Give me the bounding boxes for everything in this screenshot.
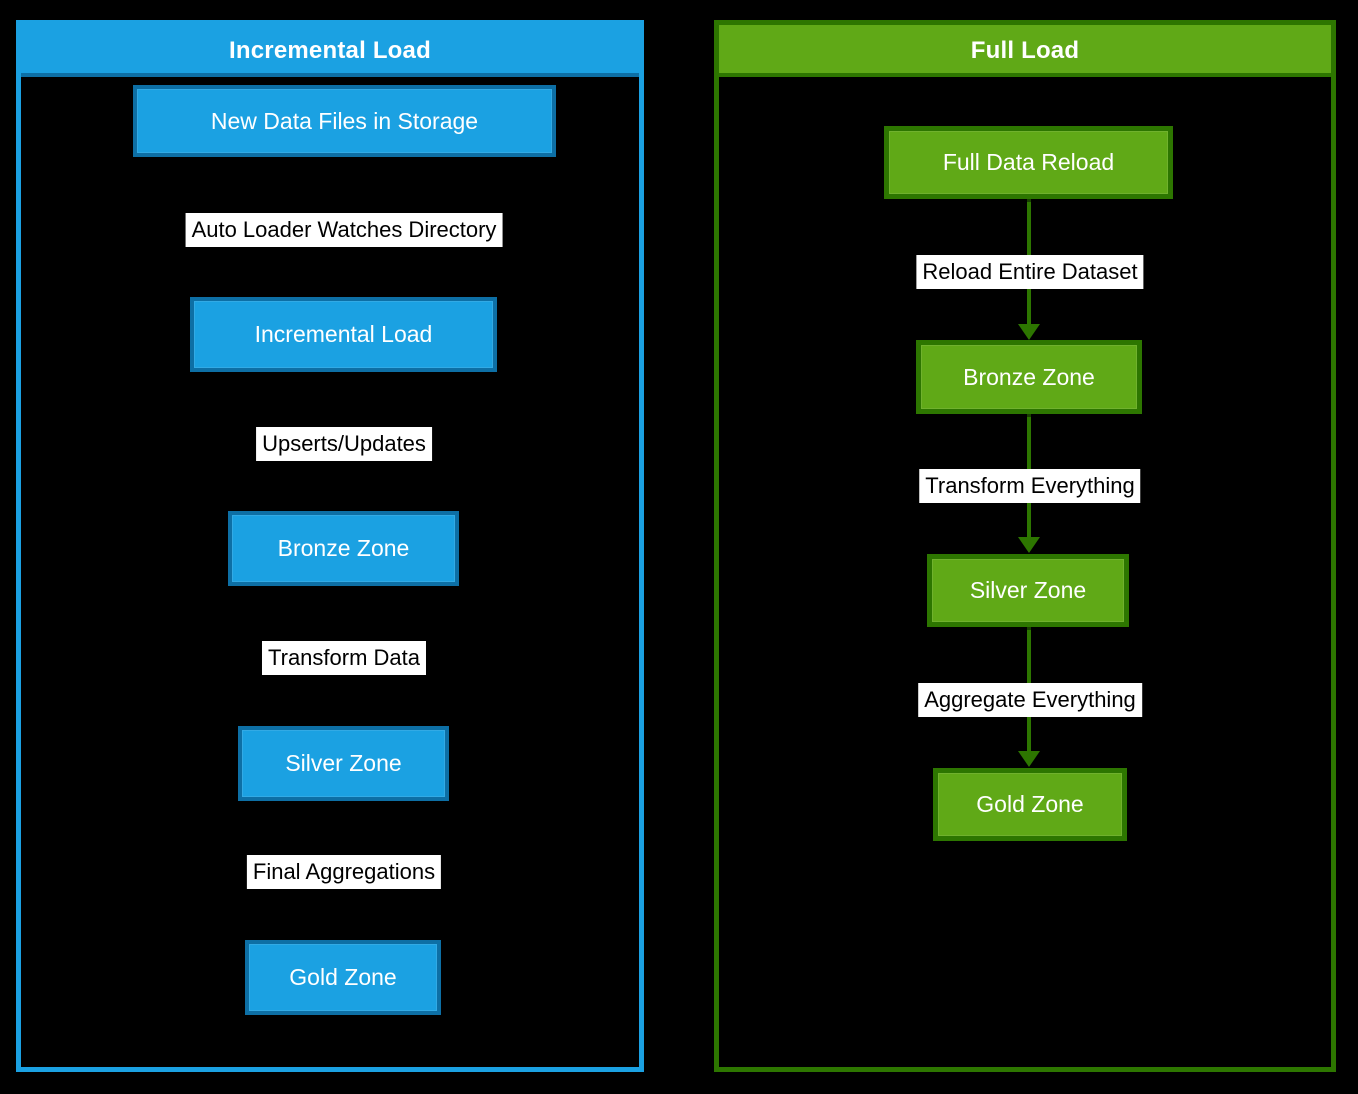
node-label: Silver Zone <box>285 750 402 777</box>
edge-arrowhead-incremental-load <box>334 286 352 297</box>
node-silver-zone-full[interactable]: Silver Zone <box>927 554 1129 627</box>
node-incremental-load[interactable]: Incremental Load <box>190 297 497 372</box>
node-label: Gold Zone <box>976 791 1084 818</box>
node-full-data-reload[interactable]: Full Data Reload <box>884 126 1173 199</box>
node-silver-zone-incremental[interactable]: Silver Zone <box>238 726 449 801</box>
edge-arrowhead-silver-zone-green <box>1018 537 1040 553</box>
edge-label-transform-data: Transform Data <box>261 641 427 675</box>
edge-arrowhead-bronze-zone-green <box>1018 324 1040 340</box>
node-label: Bronze Zone <box>277 535 410 562</box>
edge-label-auto-loader-watches-directory: Auto Loader Watches Directory <box>185 213 503 247</box>
node-gold-zone-full[interactable]: Gold Zone <box>933 768 1127 841</box>
panel-header-incremental-load: Incremental Load <box>21 25 639 77</box>
edge-label-upserts-updates: Upserts/Updates <box>256 427 432 461</box>
node-gold-zone-incremental[interactable]: Gold Zone <box>245 940 441 1015</box>
edge-label-transform-everything: Transform Everything <box>919 469 1141 503</box>
edge-arrowhead-gold-zone-blue <box>334 929 352 940</box>
node-label: Silver Zone <box>969 577 1087 604</box>
node-label: Bronze Zone <box>963 363 1095 390</box>
edge-arrowhead-silver-zone-blue <box>334 715 352 726</box>
panel-incremental-load: Incremental Load <box>16 20 644 1072</box>
panel-header-full-load: Full Load <box>719 25 1331 77</box>
edge-label-aggregate-everything: Aggregate Everything <box>918 683 1142 717</box>
edge-arrowhead-gold-zone-green <box>1018 751 1040 767</box>
node-label: Gold Zone <box>289 964 397 991</box>
node-label: Full Data Reload <box>942 149 1115 176</box>
node-bronze-zone-full[interactable]: Bronze Zone <box>916 340 1142 414</box>
edge-label-final-aggregations: Final Aggregations <box>246 855 442 889</box>
node-new-data-files-in-storage[interactable]: New Data Files in Storage <box>133 85 556 157</box>
node-bronze-zone-incremental[interactable]: Bronze Zone <box>228 511 459 586</box>
node-label: Incremental Load <box>254 321 433 348</box>
panel-full-load: Full Load <box>714 20 1336 1072</box>
node-label: New Data Files in Storage <box>210 107 479 134</box>
edge-label-reload-entire-dataset: Reload Entire Dataset <box>916 255 1144 289</box>
edge-arrowhead-bronze-zone-blue <box>334 501 352 512</box>
